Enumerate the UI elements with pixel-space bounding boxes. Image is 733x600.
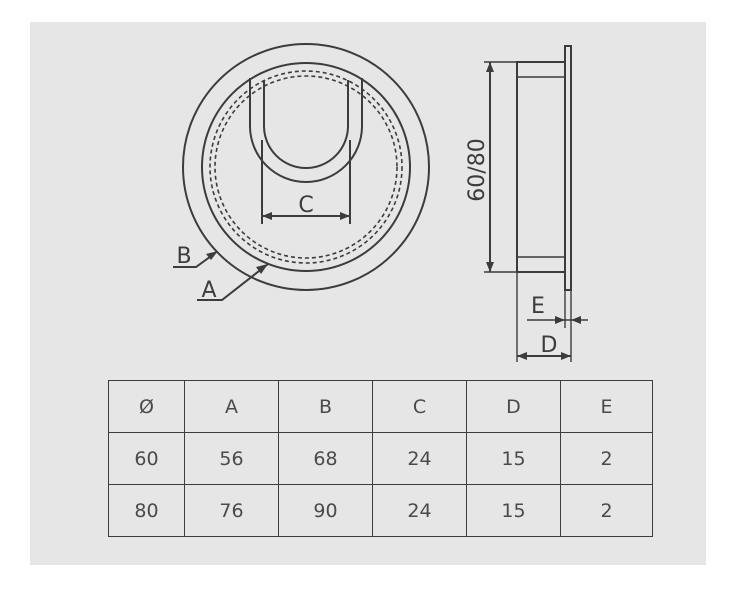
dashed-inner-circle [214,75,398,259]
label-height: 60/80 [465,138,490,201]
arrow-height-top [486,62,494,72]
arrow-a [256,264,268,274]
side-flange [564,45,572,291]
arrow-e-left [555,316,565,324]
side-body [516,61,566,273]
table-cell: 56 [184,432,279,485]
table-cell: 15 [466,484,561,537]
table-cell: 80 [108,484,185,537]
table-header-row: Ø A B C D E [108,380,653,433]
table-row: 80 76 90 24 15 2 [108,484,653,537]
arrow-b [206,251,218,260]
arrow-c-left [262,212,272,220]
table-cell: 2 [560,484,653,537]
leader-b [173,253,215,268]
header-cell-b: B [278,380,373,433]
cable-slot-outer [249,78,363,183]
header-cell-c: C [372,380,467,433]
label-e: E [531,294,545,319]
header-cell-e: E [560,380,653,433]
table-cell: 76 [184,484,279,537]
table-cell: 2 [560,432,653,485]
arrow-c-right [340,212,350,220]
outer-flange-circle [182,43,430,291]
label-a: A [201,278,216,303]
table-cell: 90 [278,484,373,537]
label-c: C [298,193,313,218]
table-cell: 68 [278,432,373,485]
arrow-height-bottom [486,262,494,272]
header-cell-a: A [184,380,279,433]
label-d: D [541,333,558,358]
arrow-e-right [571,316,581,324]
table-cell: 24 [372,484,467,537]
cable-slot-inner [263,80,349,169]
table-row: 60 56 68 24 15 2 [108,432,653,485]
label-b: B [176,244,191,269]
dashed-outer-circle [209,70,403,264]
arrow-d-left [517,352,527,360]
header-cell-diameter: Ø [108,380,185,433]
table-cell: 60 [108,432,185,485]
table-cell: 15 [466,432,561,485]
inner-ring-circle [201,62,411,272]
table-cell: 24 [372,432,467,485]
header-cell-d: D [466,380,561,433]
leader-a [197,263,269,301]
dimensions-table: Ø A B C D E 60 56 68 24 15 2 80 76 90 24… [108,380,653,537]
arrow-d-right [561,352,571,360]
